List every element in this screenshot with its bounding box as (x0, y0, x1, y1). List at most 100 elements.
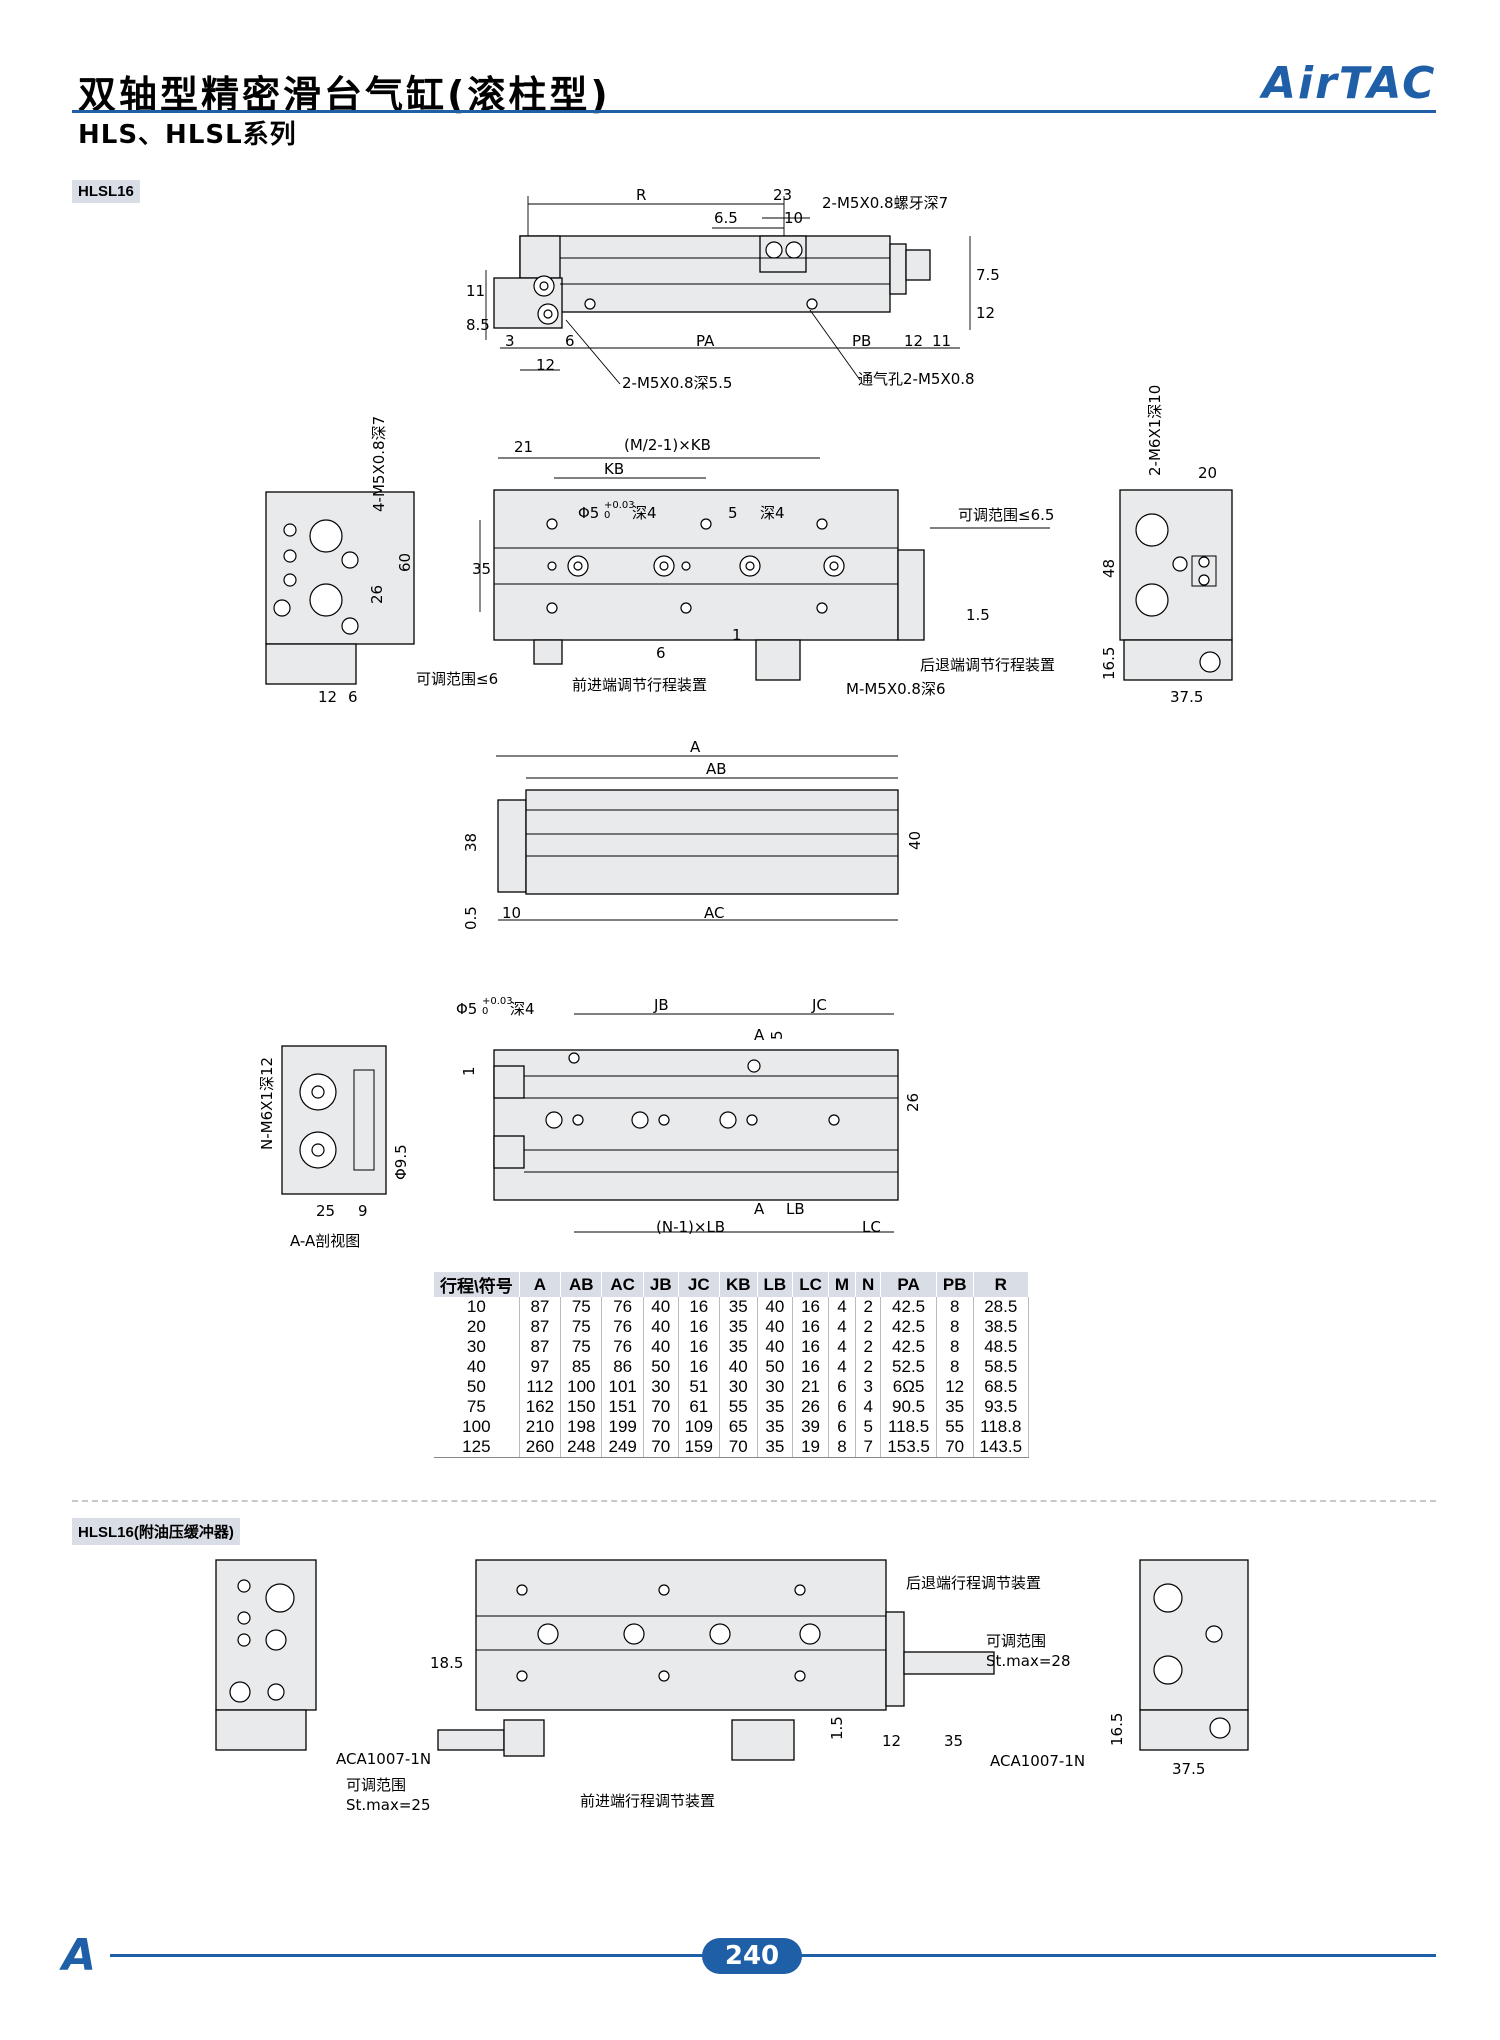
table-cell: 248 (560, 1437, 603, 1458)
table-cell: 70 (643, 1417, 679, 1437)
table-cell: 8 (936, 1337, 974, 1357)
table-cell: 26 (792, 1397, 829, 1417)
dim-KB: KB (604, 460, 624, 478)
table-cell: 76 (601, 1317, 644, 1337)
table-cell: 70 (936, 1437, 974, 1458)
table-cell: 6 (828, 1417, 857, 1437)
dim-37-5: 37.5 (1170, 688, 1203, 706)
table-cell: 85 (560, 1357, 603, 1377)
table-cell: 68.5 (973, 1377, 1030, 1397)
table-header: PB (936, 1272, 974, 1297)
table-cell: 198 (560, 1417, 603, 1437)
table-cell: 150 (560, 1397, 603, 1417)
table-header: N (855, 1272, 882, 1297)
dim-A: A (690, 738, 701, 756)
table-cell: 2 (855, 1297, 882, 1317)
page-subtitle: HLS、HLSL系列 (78, 120, 297, 150)
table-cell: 4 (828, 1357, 857, 1377)
dim-AB: AB (706, 760, 727, 778)
table-cell: 42.5 (880, 1297, 937, 1317)
table-cell: 19 (792, 1437, 829, 1458)
table-cell: 75 (560, 1317, 603, 1337)
table-cell: 8 (936, 1317, 974, 1337)
table-cell: 52.5 (880, 1357, 937, 1377)
table-cell: 100 (434, 1417, 520, 1437)
table-cell: 109 (678, 1417, 720, 1437)
table-cell: 70 (643, 1437, 679, 1458)
rear-stroke-adjuster: 后退端调节行程装置 (920, 656, 1055, 674)
table-cell: 87 (519, 1297, 562, 1317)
dim-26: 26 (368, 585, 386, 604)
drawing-top-view: R 23 6.5 10 2-M5X0.8螺牙深7 7.5 12 11 8.5 3… (466, 186, 1000, 392)
table-cell: 249 (601, 1437, 644, 1458)
dim-phi-9-5: Φ9.5 (392, 1144, 410, 1180)
table-header: LC (792, 1272, 829, 1297)
table-cell: 35 (936, 1397, 974, 1417)
table-cell: 70 (719, 1437, 758, 1458)
table-cell: 5 (855, 1417, 882, 1437)
drawing-buffer-version: 后退端行程调节装置 可调范围 St.max=28 18.5 ACA1007-1N… (215, 1559, 1249, 1814)
table-header: AB (560, 1272, 603, 1297)
table-cell: 87 (519, 1317, 562, 1337)
dim-23: 23 (773, 186, 792, 204)
dim-n-lb: (N-1)×LB (656, 1218, 725, 1236)
table-cell: 6 (828, 1397, 857, 1417)
side-thread-label: 4-M5X0.8深7 (370, 416, 388, 512)
table-cell: 16 (792, 1357, 829, 1377)
dim-1-5: 1.5 (966, 606, 990, 624)
table-cell: 90.5 (880, 1397, 937, 1417)
table-cell: 16 (792, 1297, 829, 1317)
dim-tol0-b: 0 (482, 1006, 488, 1017)
table-cell: 93.5 (973, 1397, 1030, 1417)
table-cell: 48.5 (973, 1337, 1030, 1357)
table-cell: 6Ω5 (880, 1377, 937, 1397)
table-cell: 30 (434, 1337, 520, 1357)
thread-top-label: 2-M5X0.8螺牙深7 (822, 194, 948, 212)
table-cell: 16 (792, 1337, 829, 1357)
dim-phi5-b: Φ5 (456, 1000, 477, 1018)
dim-6-side: 6 (348, 688, 358, 706)
table-cell: 6 (828, 1377, 857, 1397)
drawing-left-side-view: 4-M5X0.8深7 60 26 12 6 (265, 416, 415, 706)
dim-8-5: 8.5 (466, 316, 490, 334)
table-header: KB (719, 1272, 758, 1297)
table-cell: 30 (719, 1377, 758, 1397)
dim-tol: +0.03 (604, 500, 635, 511)
table-cell: 51 (678, 1377, 720, 1397)
drawing-side-elevation: A AB AC 38 40 0.5 10 (462, 738, 924, 930)
drawing-underside-view: Φ5 +0.03 0 深4 JB JC 5 A 1 26 (N-1)×LB A … (456, 996, 922, 1236)
table-header: LB (757, 1272, 794, 1297)
table-cell: 38.5 (973, 1317, 1030, 1337)
dim-40: 40 (906, 831, 924, 850)
table-cell: 101 (601, 1377, 644, 1397)
table-cell: 3 (855, 1377, 882, 1397)
adjust-range-left: 可调范围 (346, 1776, 406, 1794)
table-cell: 16 (792, 1317, 829, 1337)
m-thread-label: M-M5X0.8深6 (846, 680, 946, 698)
table-cell: 4 (828, 1337, 857, 1357)
table-cell: 75 (560, 1337, 603, 1357)
section-divider (72, 1500, 1436, 1502)
dim-7-5: 7.5 (976, 266, 1000, 284)
adjust-range-right: 可调范围 (986, 1632, 1046, 1650)
dim-12: 12 (904, 332, 923, 350)
dim-deep4: 深4 (632, 504, 657, 522)
dim-12-buffer: 12 (882, 1732, 901, 1750)
footer-logo: A (62, 1930, 97, 1981)
front-stroke-adjuster: 前进端调节行程装置 (572, 676, 707, 694)
table-cell: 50 (434, 1377, 520, 1397)
dim-37-5-buffer: 37.5 (1172, 1760, 1205, 1778)
table-cell: 4 (855, 1397, 882, 1417)
table-header: AC (601, 1272, 644, 1297)
table-cell: 8 (936, 1357, 974, 1377)
table-cell: 61 (678, 1397, 720, 1417)
table-header: R (973, 1272, 1030, 1297)
dim-JC: JC (811, 996, 827, 1014)
dim-JB: JB (653, 996, 669, 1014)
rear-adjuster-buffer: 后退端行程调节装置 (906, 1574, 1041, 1592)
dim-10: 10 (502, 904, 521, 922)
front-adjuster-buffer: 前进端行程调节装置 (580, 1792, 715, 1810)
